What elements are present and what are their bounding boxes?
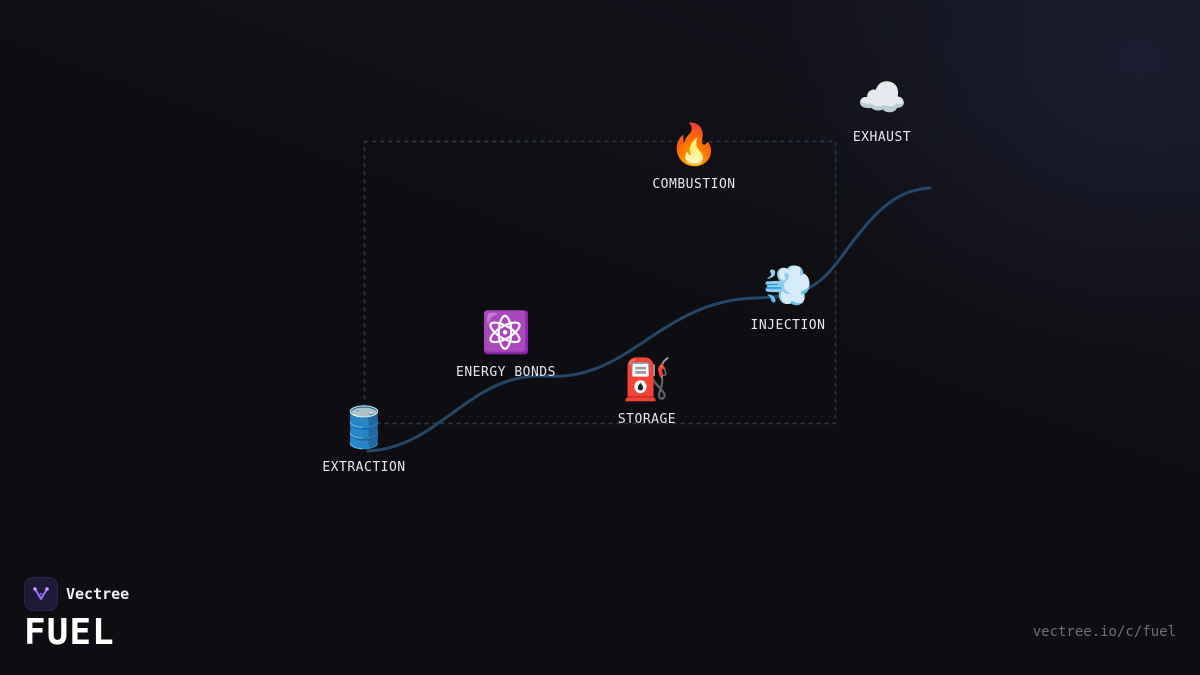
flow-connector <box>366 186 932 453</box>
cloud-icon: ☁️ <box>857 75 907 121</box>
node-storage: ⛽ STORAGE <box>567 354 727 427</box>
node-exhaust: ☁️ EXHAUST <box>802 72 962 145</box>
node-label: ENERGY BONDS <box>456 365 556 380</box>
page-title: FUEL <box>24 612 115 653</box>
fire-icon: 🔥 <box>669 122 719 168</box>
atom-icon: ⚛️ <box>481 310 531 356</box>
node-label: INJECTION <box>750 318 826 333</box>
vectree-logo-icon <box>24 577 58 611</box>
node-injection: 💨 INJECTION <box>708 260 868 333</box>
brand[interactable]: Vectree <box>24 577 129 611</box>
node-energy-bonds: ⚛️ ENERGY BONDS <box>426 307 586 380</box>
brand-name: Vectree <box>66 585 130 603</box>
dash-wind-icon: 💨 <box>763 263 813 309</box>
group-boundary <box>363 140 837 425</box>
node-combustion: 🔥 COMBUSTION <box>614 119 774 192</box>
oil-drum-icon: 🛢️ <box>339 405 389 451</box>
node-label: COMBUSTION <box>652 177 736 192</box>
node-label: EXHAUST <box>852 130 912 145</box>
node-extraction: 🛢️ EXTRACTION <box>284 402 444 475</box>
node-label: STORAGE <box>617 412 677 427</box>
node-label: EXTRACTION <box>322 460 406 475</box>
page-url[interactable]: vectree.io/c/fuel <box>1032 624 1176 640</box>
fuel-pump-icon: ⛽ <box>622 357 672 403</box>
